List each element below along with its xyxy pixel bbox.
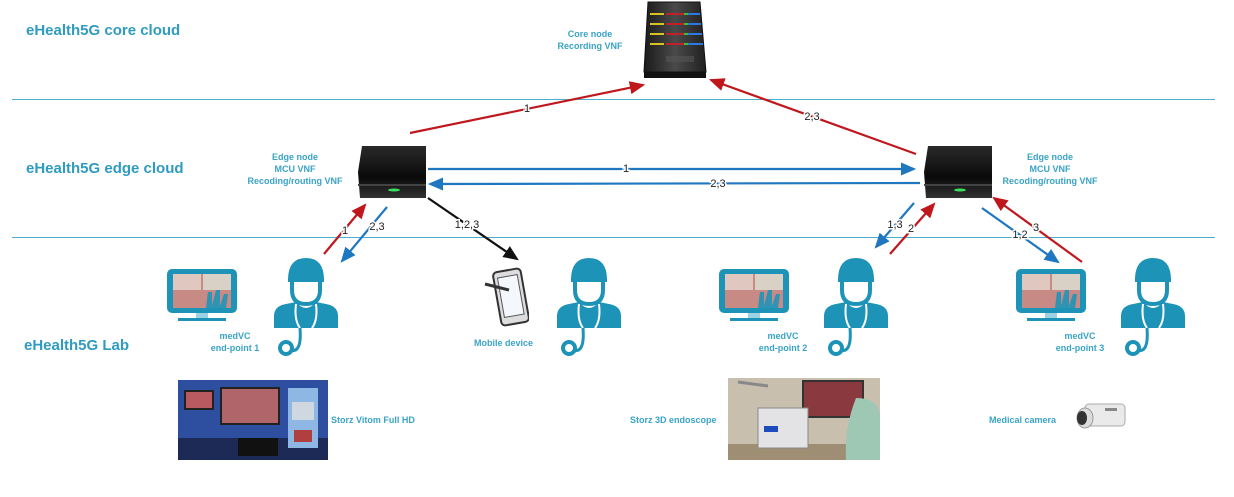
arrow-label-edgeR-to-ep3: 1,2 [1012,229,1027,241]
endpoint-1-label: medVC end-point 1 [200,330,270,354]
edge-server-right-icon [924,146,992,198]
layer-title-edge: eHealth5G edge cloud [26,160,184,177]
monitor-icon-ep3 [1016,269,1086,321]
divider-core-edge [12,99,1215,100]
arrow-edgeR-to-ep3 [981,207,1060,264]
storz-vitom-image [178,380,328,460]
edge-node-right-vnf: Recoding/routing VNF [1002,176,1098,186]
tablet-icon [484,267,529,327]
doctor-icon-ep2 [822,256,890,356]
core-server-icon [643,1,707,78]
doctor-icon-ep1 [272,256,340,356]
arrow-label-halo: 3 [1033,222,1039,234]
arrow-label-halo: 2,3 [369,221,384,233]
arrow-label-halo: 1 [342,225,348,237]
monitor-icon-ep2 [719,269,789,321]
arrow-edgeR-to-ep2 [874,202,915,249]
arrow-label-edgeR-to-ep2: 1,3 [887,219,902,231]
medical-camera-label: Medical camera [989,415,1057,425]
core-node-label: Core node Recording VNF [550,28,630,52]
arrow-label-halo: 2 [908,223,914,235]
edge-node-right-name: Edge node [1026,152,1073,162]
arrow-label-ep3-to-edgeR: 3 [1033,222,1039,234]
core-node-name: Core node [567,29,613,39]
layer-title-lab: eHealth5G Lab [24,337,130,354]
arrow-label-edgeR-to-core: 2,3 [804,111,819,123]
arrow-label-edgeL-to-edgeR: 1 [623,163,629,175]
arrow-label-edgeL-to-mobile: 1,2,3 [455,219,479,231]
arrow-label-halo: 1,3 [887,219,902,231]
endpoint-1-name: medVC [219,331,251,341]
endpoint-1-id: end-point 1 [210,343,260,353]
storz-vitom-label: Storz Vitom Full HD [331,415,415,425]
edge-node-left-label: Edge node MCU VNF Recoding/routing VNF [240,151,350,187]
arrow-ep1-to-edgeL [323,203,367,255]
endpoint-2-name: medVC [767,331,799,341]
layer-title-core: eHealth5G core cloud [26,22,181,39]
arrow-ep3-to-edgeR [992,196,1083,263]
doctor-icon-mobile [555,256,623,356]
arrow-label-halo: 2,3 [710,178,725,190]
arrow-label-halo: 2,3 [804,111,819,123]
arrow-label-ep2-to-edgeR: 2 [908,223,914,235]
arrow-label-halo: 1,2 [1012,229,1027,241]
mobile-device-label: Mobile device [474,338,534,348]
arrow-label-ep1-to-edgeL: 1 [342,225,348,237]
storz-endoscope-label: Storz 3D endoscope [630,415,717,425]
arrow-ep2-to-edgeR [889,202,936,255]
endpoint-3-id: end-point 3 [1055,343,1105,353]
medical-camera-icon [1076,403,1126,429]
edge-server-left-icon [358,146,426,198]
arrow-edgeL-to-core [409,81,646,135]
arrow-label-halo: 1 [524,103,530,115]
arrow-edgeR-to-core [708,78,917,156]
arrow-label-edgeR-to-edgeL: 2,3 [710,178,725,190]
arrow-label-halo: 1,2,3 [455,219,479,231]
arrow-edgeL-to-mobile [427,197,519,261]
endpoint-3-label: medVC end-point 3 [1045,330,1115,354]
edge-node-right-mcu: MCU VNF [1029,164,1071,174]
monitor-icon-ep1 [167,269,237,321]
core-node-vnf: Recording VNF [557,41,623,51]
edge-node-left-name: Edge node [271,152,318,162]
arrow-label-edgeL-to-core: 1 [524,103,530,115]
edge-node-left-vnf: Recoding/routing VNF [247,176,343,186]
edge-node-left-mcu: MCU VNF [274,164,316,174]
endpoint-2-id: end-point 2 [758,343,808,353]
arrow-edgeR-to-edgeL [427,177,921,191]
endpoint-3-name: medVC [1064,331,1096,341]
arrow-edgeL-to-ep1 [340,206,388,263]
endpoint-2-label: medVC end-point 2 [748,330,818,354]
doctor-icon-ep3 [1119,256,1187,356]
arrow-label-halo: 1 [623,163,629,175]
divider-edge-lab [12,237,1215,238]
edge-node-right-label: Edge node MCU VNF Recoding/routing VNF [995,151,1105,187]
arrow-label-edgeL-to-ep1: 2,3 [369,221,384,233]
storz-endoscope-image [728,378,880,460]
